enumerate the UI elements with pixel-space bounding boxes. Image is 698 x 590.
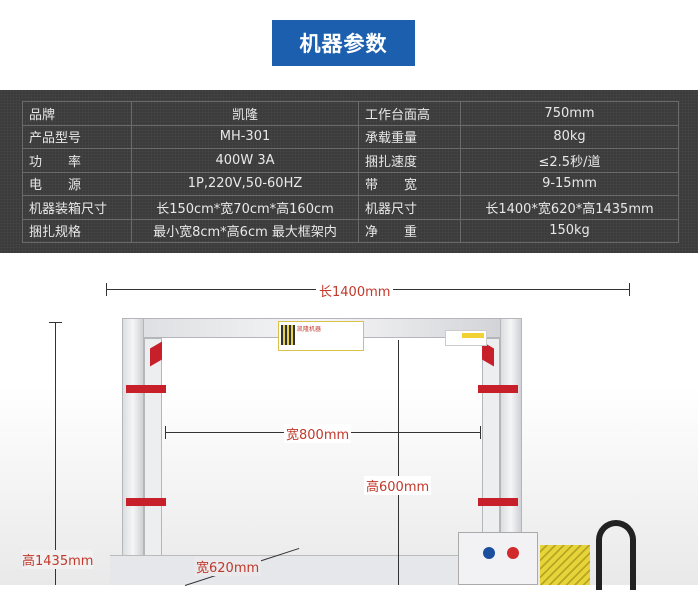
inner-height-line bbox=[398, 340, 399, 585]
spec-value: 150kg bbox=[460, 218, 679, 243]
spec-label: 功 率 bbox=[22, 148, 132, 173]
spec-value: 400W 3A bbox=[131, 148, 359, 173]
spec-value: 9-15mm bbox=[460, 171, 679, 196]
sticker-text: 凯隆机器 bbox=[297, 326, 322, 333]
clamp-left-top bbox=[126, 385, 166, 393]
section-title: 机器参数 bbox=[272, 20, 415, 66]
spec-value: 长1400*宽620*高1435mm bbox=[460, 195, 679, 220]
machine-image-area bbox=[0, 253, 698, 585]
control-box bbox=[458, 532, 538, 585]
brand-sticker: 凯隆机器 bbox=[278, 321, 364, 351]
length-tick-left bbox=[106, 283, 107, 296]
spec-value: 最小宽8cm*高6cm 最大框架内 bbox=[131, 218, 359, 243]
width-label: 宽620mm bbox=[194, 557, 262, 576]
spec-label: 带 宽 bbox=[358, 171, 461, 196]
strap-reel bbox=[540, 545, 590, 585]
spec-value: 长150cm*宽70cm*高160cm bbox=[131, 195, 359, 220]
clamp-right-top bbox=[478, 385, 518, 393]
warning-label bbox=[445, 330, 487, 346]
spec-value: 1P,220V,50-60HZ bbox=[131, 171, 359, 196]
spec-label: 机器装箱尺寸 bbox=[22, 195, 132, 220]
height-label: 高1435mm bbox=[22, 550, 94, 569]
frame-inner-left bbox=[144, 338, 162, 558]
spec-label: 捆扎速度 bbox=[358, 148, 461, 173]
length-tick-right bbox=[629, 283, 630, 296]
inner-width-tick-right bbox=[480, 426, 481, 439]
spec-label: 电 源 bbox=[22, 171, 132, 196]
frame-right bbox=[500, 318, 522, 568]
handle bbox=[596, 520, 636, 590]
inner-width-tick-left bbox=[165, 426, 166, 439]
height-dimension-line bbox=[55, 322, 56, 585]
spec-label: 承载重量 bbox=[358, 124, 461, 149]
spec-label: 工作台面高 bbox=[358, 101, 461, 126]
spec-value: 750mm bbox=[460, 101, 679, 126]
stop-button-icon bbox=[507, 547, 519, 559]
spec-value: 凯隆 bbox=[131, 101, 359, 126]
frame-inner-right bbox=[482, 338, 500, 558]
spec-label: 产品型号 bbox=[22, 124, 132, 149]
height-tick-top bbox=[49, 322, 62, 323]
spec-label: 机器尺寸 bbox=[358, 195, 461, 220]
spec-value: 80kg bbox=[460, 124, 679, 149]
spec-label: 捆扎规格 bbox=[22, 218, 132, 243]
worktable bbox=[110, 555, 490, 585]
qr-code-icon bbox=[281, 325, 295, 345]
spec-label: 品牌 bbox=[22, 101, 132, 126]
clamp-left-bottom bbox=[126, 498, 166, 506]
control-knob-icon bbox=[483, 547, 495, 559]
frame-left bbox=[122, 318, 144, 568]
inner-height-label: 高600mm bbox=[364, 476, 432, 495]
spec-label: 净 重 bbox=[358, 218, 461, 243]
inner-width-label: 宽800mm bbox=[284, 424, 352, 443]
clamp-right-bottom bbox=[478, 498, 518, 506]
spec-value: MH-301 bbox=[131, 124, 359, 149]
length-label: 长1400mm bbox=[316, 281, 394, 300]
spec-value: ≤2.5秒/道 bbox=[460, 148, 679, 173]
